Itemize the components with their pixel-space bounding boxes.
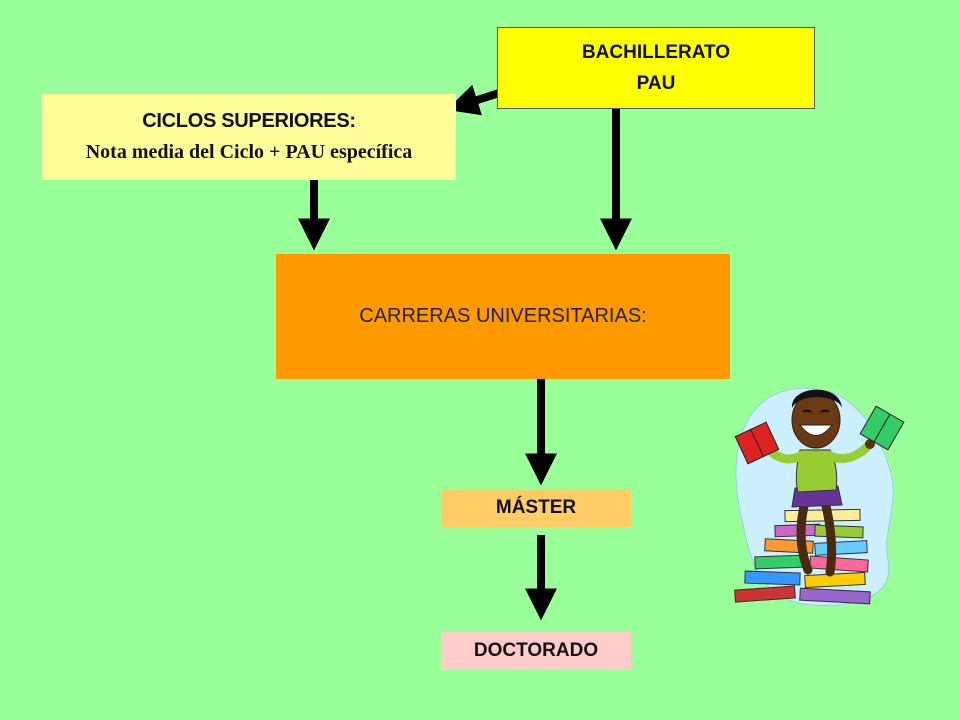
- master-box: MÁSTER: [441, 489, 631, 527]
- bachillerato-box: BACHILLERATO PAU: [497, 27, 815, 109]
- ciclos-title: CICLOS SUPERIORES:: [142, 110, 356, 132]
- bachillerato-label: BACHILLERATO: [581, 42, 731, 63]
- doctorado-label: DOCTORADO: [473, 640, 599, 661]
- doctorado-box: DOCTORADO: [441, 632, 631, 670]
- carreras-universitarias-box: CARRERAS UNIVERSITARIAS:: [276, 254, 730, 379]
- ciclos-superiores-box: CICLOS SUPERIORES: Nota media del Ciclo …: [42, 94, 456, 180]
- ciclos-subtitle: Nota media del Ciclo + PAU específica: [85, 141, 413, 163]
- carreras-label: CARRERAS UNIVERSITARIAS:: [359, 305, 647, 327]
- pau-label: PAU: [636, 73, 676, 94]
- master-label: MÁSTER: [495, 497, 577, 518]
